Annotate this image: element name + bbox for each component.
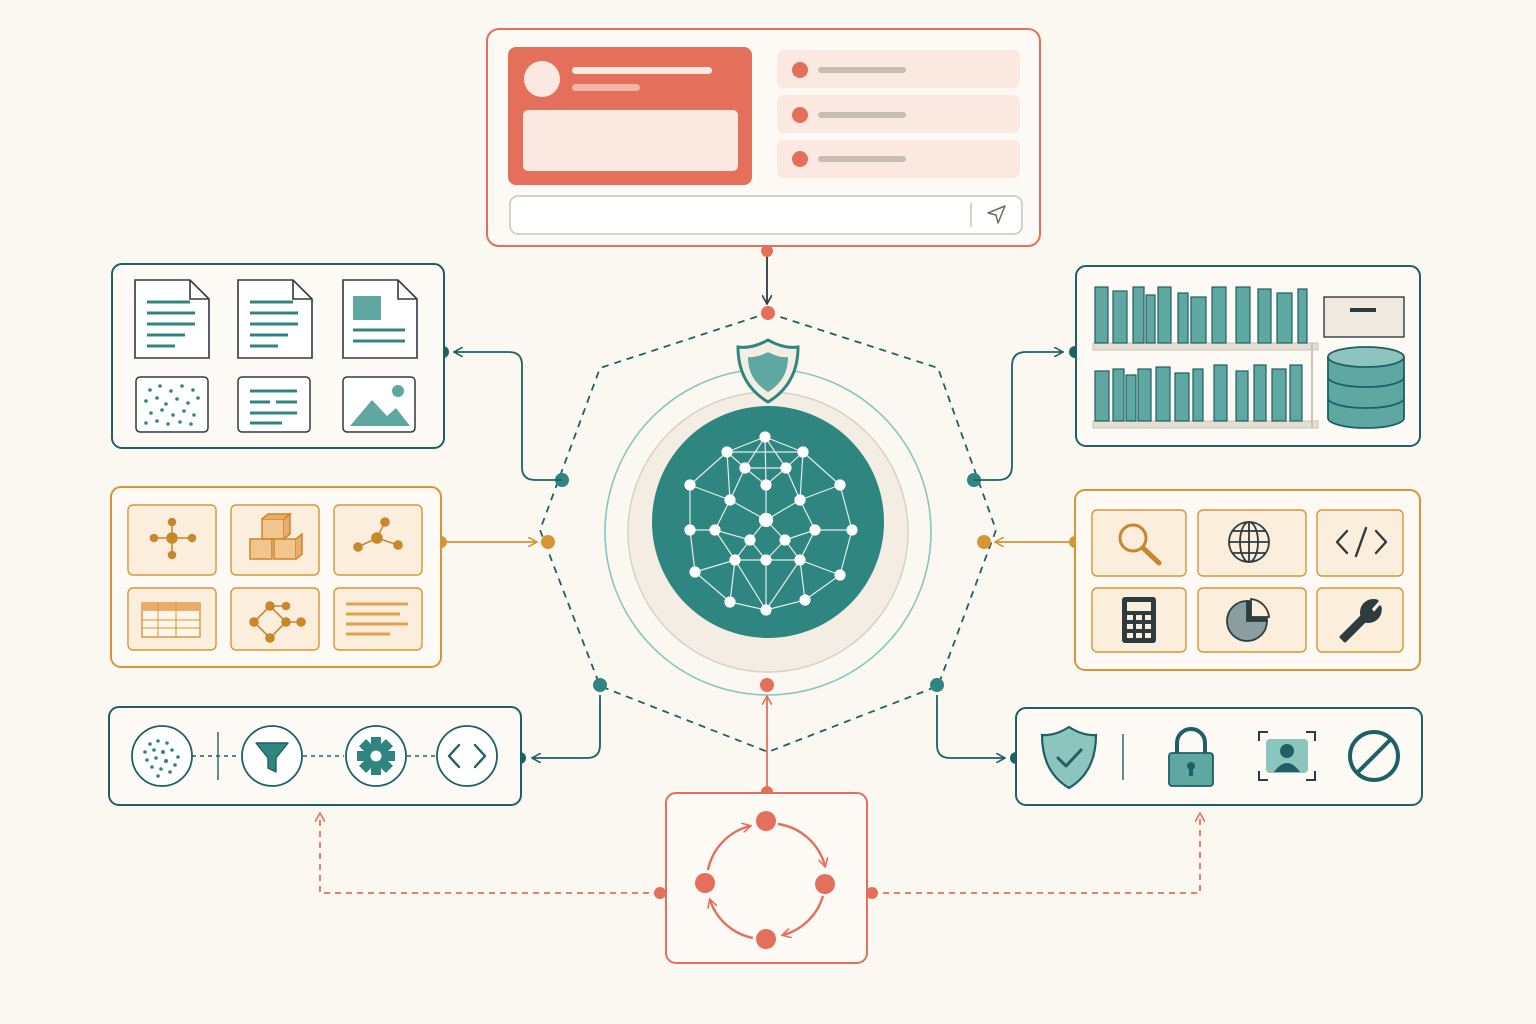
- book-spine: [1112, 368, 1125, 422]
- scatter-data-icon: [131, 725, 193, 787]
- book-spine: [1192, 368, 1204, 422]
- document-image-icon: [342, 279, 418, 359]
- archive-box-icon: [1323, 296, 1405, 338]
- feedback-loop-panel: [665, 792, 868, 964]
- avatar-icon: [524, 61, 560, 97]
- chat-interface-panel: [486, 28, 1041, 247]
- book-spine: [1177, 292, 1189, 344]
- document-icon: [134, 279, 210, 359]
- branch-graph-icon: [353, 517, 403, 552]
- book-spine: [1094, 370, 1110, 422]
- send-icon[interactable]: [987, 205, 1006, 224]
- book-spine: [1174, 372, 1190, 422]
- book-spine: [1211, 286, 1227, 344]
- filter-icon: [241, 725, 303, 787]
- tools-panel: [1074, 489, 1421, 671]
- document-icon: [237, 279, 313, 359]
- database-icon: [1327, 346, 1405, 429]
- book-spine: [1112, 290, 1128, 344]
- node-graph-icon: [149, 517, 197, 560]
- book-spine: [1132, 286, 1145, 344]
- text-list-icon: [346, 602, 408, 636]
- book-spine: [1157, 286, 1172, 344]
- image-icon: [342, 376, 416, 433]
- bookshelf-icon: [1092, 286, 1319, 429]
- book-spine: [1235, 370, 1249, 422]
- safety-controls-panel: [1015, 707, 1423, 806]
- calculator-icon[interactable]: [1122, 597, 1156, 643]
- list-item-icon: [777, 140, 1020, 178]
- book-spine: [1276, 292, 1293, 344]
- user-scan-icon: [1258, 731, 1316, 781]
- code-icon: [436, 725, 498, 787]
- gear-tooth: [371, 737, 381, 747]
- network-icon: [249, 601, 306, 643]
- list-item-icon: [777, 95, 1020, 133]
- table-icon: [141, 602, 201, 638]
- block-icon: [1348, 730, 1400, 782]
- cycle-icon: [695, 811, 835, 949]
- search-icon[interactable]: [1118, 523, 1162, 566]
- book-spine: [1094, 286, 1109, 344]
- structured-knowledge-panel: [110, 486, 442, 668]
- cubes-icon: [249, 512, 303, 560]
- shield-check-icon: [1040, 725, 1098, 790]
- code-icon[interactable]: [1335, 526, 1388, 558]
- book-spine: [1155, 366, 1171, 422]
- book-spine: [1289, 364, 1303, 422]
- globe-icon[interactable]: [1228, 521, 1270, 563]
- message-card-icon: [523, 110, 738, 171]
- gear-icon: [345, 725, 407, 787]
- book-spine: [1297, 288, 1308, 344]
- chat-input[interactable]: [509, 195, 1023, 235]
- documents-panel: [111, 263, 445, 449]
- lock-icon: [1168, 727, 1214, 787]
- text-block-icon: [237, 376, 311, 433]
- gear-tooth: [371, 765, 381, 775]
- book-spine: [1190, 296, 1207, 344]
- dot-grid-icon: [135, 376, 209, 433]
- book-spine: [1125, 374, 1137, 422]
- book-spine: [1271, 368, 1287, 422]
- knowledge-library-panel: [1075, 265, 1421, 447]
- wrench-icon[interactable]: [1339, 599, 1382, 643]
- neural-network-icon: [684, 431, 858, 616]
- list-item-icon: [777, 50, 1020, 88]
- book-spine: [1213, 364, 1228, 422]
- pie-chart-icon[interactable]: [1226, 598, 1270, 642]
- book-spine: [1253, 364, 1267, 422]
- shield-icon: [736, 338, 800, 404]
- data-pipeline-panel: [108, 706, 522, 806]
- core-connectors: [541, 306, 991, 692]
- book-spine: [1235, 286, 1251, 344]
- book-spine: [1145, 294, 1156, 344]
- book-spine: [1137, 368, 1152, 422]
- book-spine: [1257, 288, 1272, 344]
